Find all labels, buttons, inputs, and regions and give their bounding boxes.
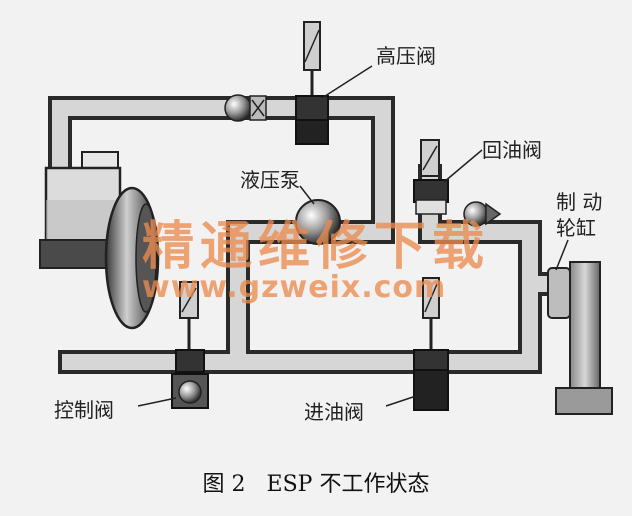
figure-caption: 图 2 ESP 不工作状态 — [0, 466, 632, 498]
brake-booster — [104, 186, 160, 330]
inlet-valve — [413, 277, 449, 411]
brake-cylinder-label-line2: 轮缸 — [556, 216, 596, 240]
watermark-url: www.gzweix.com — [142, 270, 447, 305]
wheel-brake-cylinder — [547, 261, 613, 415]
watermark-site-name: 精通维修下载 — [142, 217, 491, 277]
figure-number: 图 2 — [202, 472, 246, 497]
control-valve — [171, 281, 209, 409]
inlet-valve-label: 进油阀 — [304, 400, 364, 424]
control-valve-label: 控制阀 — [54, 398, 114, 422]
high-pressure-valve-label: 高压阀 — [376, 44, 436, 68]
brake-cylinder-label-line1: 制 动 — [556, 190, 603, 214]
label-leaders — [137, 65, 569, 407]
return-valve — [413, 139, 449, 215]
hydraulic-pump-label: 液压泵 — [240, 168, 300, 192]
check-valve-right — [463, 201, 502, 227]
return-valve-label: 回油阀 — [482, 138, 542, 162]
high-pressure-valve — [295, 21, 329, 145]
hydraulic-pump — [295, 199, 341, 245]
check-valve-top — [224, 94, 267, 122]
figure-title: ESP 不工作状态 — [266, 472, 430, 497]
